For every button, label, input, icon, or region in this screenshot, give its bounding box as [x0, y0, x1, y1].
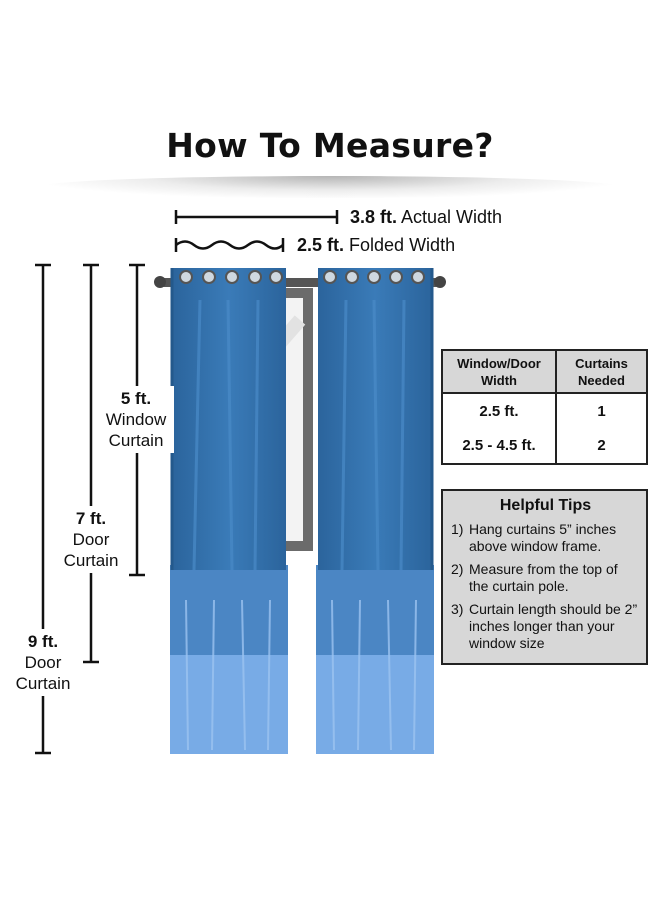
window-curtain-value: 5 ft.	[120, 389, 152, 408]
door-curtain-9ft-line2: Curtain	[15, 674, 71, 693]
table-row-1-width: 2.5 ft.	[443, 394, 557, 429]
door-curtain-7ft-line2: Curtain	[63, 551, 119, 570]
table-header-curtains: Curtains Needed	[557, 351, 646, 394]
window-curtain-line1: Window	[105, 410, 167, 429]
folded-width-value: 2.5 ft.	[297, 235, 345, 255]
tip-text: Curtain length should be 2” inches longe…	[469, 601, 638, 651]
tip-number: 1)	[451, 521, 464, 537]
door-curtain-7ft-line1: Door	[72, 530, 110, 549]
tip-number: 2)	[451, 561, 464, 577]
curtains-needed-table: Window/Door Width Curtains Needed 2.5 ft…	[441, 349, 648, 465]
tip-text: Measure from the top of the curtain pole…	[469, 561, 618, 594]
helpful-tips-title: Helpful Tips	[499, 497, 592, 514]
actual-width-value: 3.8 ft.	[350, 207, 398, 227]
left-curtain	[170, 268, 288, 754]
tip-item: 2) Measure from the top of the curtain p…	[451, 561, 640, 595]
folded-width-marker	[174, 238, 285, 252]
tip-text: Hang curtains 5” inches above window fra…	[469, 521, 617, 554]
right-curtain	[316, 268, 434, 754]
folded-width-text: 2.5 ft. Folded Width	[297, 235, 455, 256]
window-curtain-label: 5 ft. Window Curtain	[98, 386, 174, 453]
page-title: How To Measure?	[166, 126, 494, 165]
title-shadow	[40, 176, 620, 198]
tip-number: 3)	[451, 601, 464, 617]
helpful-tips-box: Helpful Tips 1) Hang curtains 5” inches …	[441, 489, 648, 665]
actual-width-marker	[174, 210, 339, 224]
table-header-width: Window/Door Width	[443, 351, 557, 394]
folded-width-label: Folded Width	[349, 235, 456, 255]
door-curtain-9ft-line1: Door	[24, 653, 62, 672]
window-curtain-line2: Curtain	[108, 431, 164, 450]
height-marker-7ft	[83, 263, 99, 664]
door-curtain-7ft-value: 7 ft.	[75, 509, 107, 528]
door-curtain-9ft-label: 9 ft. Door Curtain	[6, 629, 80, 696]
tip-item: 3) Curtain length should be 2” inches lo…	[451, 601, 640, 652]
table-row-2-curtains: 2	[597, 437, 606, 455]
door-curtain-7ft-label: 7 ft. Door Curtain	[54, 506, 128, 573]
actual-width-label: Actual Width	[401, 207, 503, 227]
table-row-2-width: 2.5 - 4.5 ft.	[443, 428, 557, 463]
table-row-1-curtains: 1	[597, 402, 606, 420]
door-curtain-9ft-value: 9 ft.	[27, 632, 59, 651]
actual-width-text: 3.8 ft. Actual Width	[350, 207, 502, 228]
tip-item: 1) Hang curtains 5” inches above window …	[451, 521, 640, 555]
